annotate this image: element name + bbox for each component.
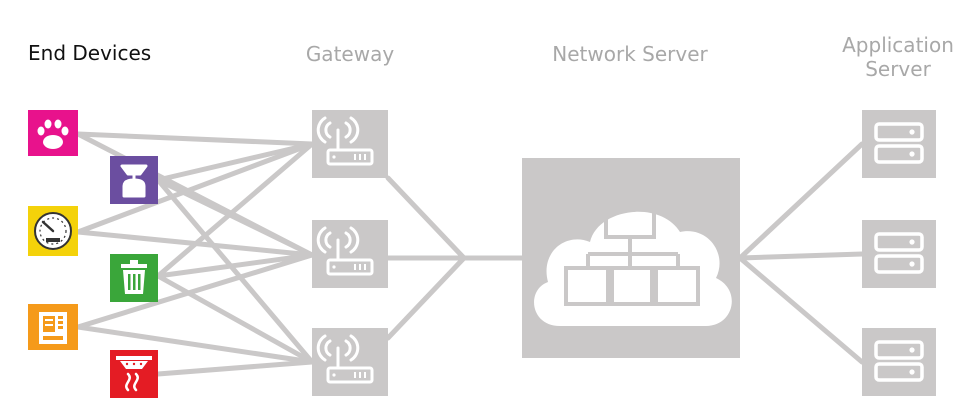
application-server-label-line2: Server: [865, 57, 931, 81]
application-server-label-line1: Application: [842, 33, 954, 57]
server-icon: [874, 340, 924, 382]
gateway-2: [312, 220, 388, 288]
org-chart-icon: [564, 205, 700, 306]
gateway-1: [312, 110, 388, 178]
gateway-label: Gateway: [305, 42, 395, 66]
device-vending: [28, 304, 78, 350]
smoke-detector-icon: [116, 356, 152, 392]
app-server-3: [862, 328, 936, 396]
paw-icon: [37, 119, 69, 149]
gateway-3: [312, 328, 388, 396]
device-gas: [110, 156, 158, 204]
device-gateway-links: [75, 131, 315, 377]
application-server-label: Application Server: [828, 33, 968, 81]
device-pet: [28, 110, 78, 156]
gateway-icon: [316, 116, 374, 166]
app-server-2: [862, 220, 936, 288]
network-server-box: [522, 158, 740, 358]
device-meter: [28, 206, 78, 256]
gas-cylinder-icon: [120, 164, 148, 198]
device-bin: [110, 254, 158, 302]
server-icon: [874, 122, 924, 164]
vending-machine-icon: [39, 312, 67, 344]
server-icon: [874, 232, 924, 274]
network-server-label: Network Server: [552, 42, 708, 66]
gateway-icon: [316, 334, 374, 384]
gauge-icon: [34, 212, 72, 250]
server-app-links: [737, 141, 865, 365]
gateway-server-links: [385, 175, 525, 341]
device-smoke: [110, 350, 158, 398]
end-devices-label: End Devices: [28, 41, 152, 65]
gateway-icon: [316, 226, 374, 276]
app-server-1: [862, 110, 936, 178]
